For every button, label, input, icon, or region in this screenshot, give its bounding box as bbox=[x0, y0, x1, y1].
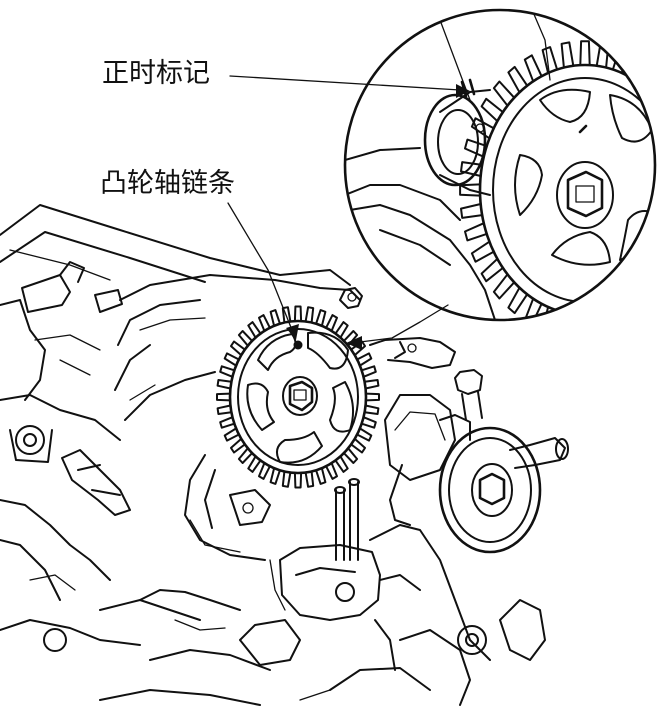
sprocket-tooth bbox=[293, 471, 303, 489]
sprocket-tooth bbox=[219, 416, 236, 429]
timing-mark-label: 正时标记 bbox=[102, 58, 210, 89]
sprocket-tooth bbox=[325, 314, 338, 332]
sprocket-tooth bbox=[356, 427, 373, 442]
sprocket-tooth bbox=[281, 306, 292, 324]
mounting-studs bbox=[269, 478, 396, 671]
sprocket-tooth bbox=[560, 41, 575, 69]
sprocket-tooth bbox=[360, 416, 377, 429]
sprocket-tooth bbox=[627, 297, 647, 320]
sprocket-tooth bbox=[464, 138, 488, 158]
sprocket-tooth bbox=[269, 309, 281, 327]
mounting-bracket bbox=[339, 287, 456, 369]
camshaft-sprocket bbox=[216, 305, 380, 489]
sprocket-tooth bbox=[460, 203, 484, 219]
sprocket-tooth bbox=[464, 222, 488, 242]
sprocket-tooth bbox=[315, 467, 327, 485]
sprocket-tooth bbox=[350, 437, 366, 454]
sprocket-tooth bbox=[269, 467, 281, 485]
sprocket-tooth bbox=[304, 470, 315, 488]
sprocket-tooth bbox=[342, 447, 359, 464]
sprocket-tooth bbox=[304, 306, 315, 324]
sprocket-tooth bbox=[641, 286, 655, 315]
camshaft-chain-label: 凸轮轴链条 bbox=[100, 168, 235, 199]
sprocket-tooth bbox=[611, 306, 629, 320]
sprocket-tooth bbox=[523, 54, 543, 83]
sprocket-tooth bbox=[315, 309, 327, 327]
sprocket-tooth bbox=[492, 80, 516, 107]
leader-lines bbox=[227, 75, 470, 350]
sprocket-tooth bbox=[216, 404, 233, 415]
sprocket-tooth bbox=[470, 240, 495, 263]
sprocket-tooth bbox=[334, 455, 349, 473]
sprocket-tooth bbox=[460, 161, 484, 177]
sprocket-tooth bbox=[360, 365, 377, 378]
idler-pulley bbox=[384, 369, 569, 554]
sprocket-tooth bbox=[258, 314, 271, 332]
sprocket-tooth bbox=[293, 305, 303, 323]
magnified-detail bbox=[343, 8, 657, 322]
sprocket-tooth bbox=[560, 311, 575, 320]
engine-block bbox=[0, 204, 546, 706]
sprocket-tooth bbox=[363, 404, 380, 415]
sprocket-tooth bbox=[258, 462, 271, 480]
sprocket-tooth bbox=[654, 80, 655, 107]
sprocket-tooth bbox=[579, 313, 591, 320]
sprocket-tooth bbox=[364, 392, 380, 402]
sprocket-tooth bbox=[247, 321, 262, 339]
sprocket-tooth bbox=[507, 286, 529, 315]
sprocket-tooth bbox=[247, 455, 262, 473]
sprocket-tooth bbox=[459, 183, 482, 197]
sprocket-tooth bbox=[237, 330, 254, 347]
sprocket-tooth bbox=[281, 470, 292, 488]
sprocket-tooth bbox=[223, 427, 240, 442]
sprocket-tooth bbox=[480, 97, 504, 123]
sprocket-tooth bbox=[470, 117, 495, 140]
sprocket-tooth bbox=[507, 65, 529, 94]
sprocket-tooth bbox=[230, 437, 246, 454]
sprocket-tooth bbox=[334, 321, 349, 339]
sprocket-tooth bbox=[595, 311, 610, 320]
sprocket-tooth bbox=[356, 352, 373, 367]
sprocket-tooth bbox=[223, 352, 240, 367]
sprocket-tooth bbox=[627, 54, 647, 83]
sprocket-tooth bbox=[325, 462, 338, 480]
sprocket-tooth bbox=[579, 40, 591, 67]
sprocket-tooth bbox=[237, 447, 254, 464]
sprocket-tooth bbox=[216, 392, 232, 402]
sprocket-tooth bbox=[492, 273, 516, 300]
sprocket-tooth bbox=[641, 65, 655, 94]
sprocket-tooth bbox=[523, 297, 543, 320]
sprocket-tooth bbox=[480, 257, 504, 283]
sprocket-tooth bbox=[363, 379, 380, 390]
sprocket-tooth bbox=[216, 379, 233, 390]
sprocket-tooth bbox=[219, 365, 236, 378]
sprocket-tooth bbox=[230, 340, 246, 357]
sprocket-tooth bbox=[541, 46, 559, 74]
sprocket-tooth bbox=[654, 273, 655, 300]
